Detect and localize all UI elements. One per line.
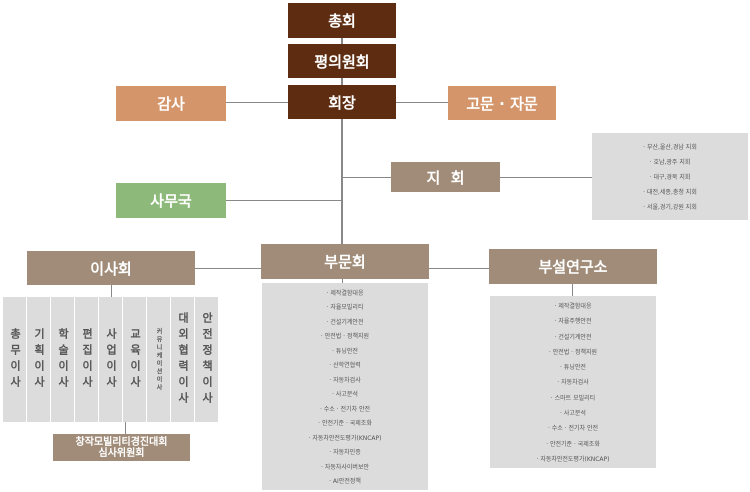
division-item: 자율모빌리티 <box>327 302 363 311</box>
committee-box: 창작모빌리티경진대회 심사위원회 <box>53 434 190 461</box>
director-column: 커뮤니케이션이사 <box>147 297 170 422</box>
branch-list: 부산,울산,경남 지회 호남,광주 지회 대구,경북 지회 대전,세종,충청 지… <box>592 133 748 220</box>
connector-committee <box>125 422 126 434</box>
director-column: 교육이사 <box>123 297 146 422</box>
division-item: 안전기준 · 국제조화 <box>318 418 372 427</box>
connector-institute <box>429 268 489 269</box>
division-item: 수소 · 전기차 안전 <box>320 404 370 413</box>
division-box: 부문회 <box>261 244 429 279</box>
committee-line1: 창작모빌리티경진대회 <box>75 436 168 448</box>
institute-item: 자율주행안전 <box>555 316 591 325</box>
director-column: 총무이사 <box>3 297 26 422</box>
director-column: 대외협력이사 <box>171 297 194 422</box>
institute-item: 안전법 · 정책지원 <box>549 347 597 356</box>
secretariat-box: 사무국 <box>116 183 226 218</box>
branch-box: 지 회 <box>391 162 500 192</box>
branch-item: 서울,경기,강원 지회 <box>643 202 697 211</box>
institute-item: 제작결함대응 <box>555 301 591 310</box>
branch-item: 호남,광주 지회 <box>650 157 690 166</box>
division-item: 튜닝안전 <box>332 346 358 355</box>
connector-advisor <box>396 102 448 103</box>
division-item: AI안전정책 <box>329 476 361 485</box>
connector-directors <box>111 285 112 297</box>
president-box: 회장 <box>288 85 396 119</box>
division-item: 자동차검사 <box>329 375 361 384</box>
general-assembly-box: 총회 <box>288 3 396 38</box>
institute-item: 스마트 모빌리티 <box>551 393 596 402</box>
institute-box: 부설연구소 <box>489 249 657 284</box>
connector-audit <box>226 102 288 103</box>
division-list: 제작결함대응자율모빌리티건설기계안전안전법 · 정책지원튜닝안전산학연협력자동차… <box>262 283 428 490</box>
division-item: 자동차안전도평가(KNCAP) <box>308 433 381 442</box>
institute-item: 튜닝안전 <box>560 362 586 371</box>
committee-line2: 심사위원회 <box>98 447 145 459</box>
branch-item: 대전,세종,충청 지회 <box>643 187 697 196</box>
division-item: 건설기계안전 <box>327 317 363 326</box>
institute-item: 자동차검사 <box>557 377 589 386</box>
connector-secretariat <box>226 200 342 201</box>
audit-box: 감사 <box>116 86 226 121</box>
director-column: 사업이사 <box>99 297 122 422</box>
institute-item: 수소 · 전기차 안전 <box>548 423 598 432</box>
division-item: 안전법 · 정책지원 <box>321 331 369 340</box>
division-item: 자동차사이버보안 <box>321 462 369 471</box>
council-box: 평의원회 <box>288 44 396 78</box>
division-item: 제작결함대응 <box>327 288 363 297</box>
connector-branch-list <box>500 177 592 178</box>
director-column: 학술이사 <box>51 297 74 422</box>
connector-main <box>341 38 343 244</box>
connector-board <box>195 268 261 269</box>
institute-item: 사고분석 <box>560 408 586 417</box>
division-item: 자동차인증 <box>329 447 361 456</box>
branch-item: 부산,울산,경남 지회 <box>643 142 697 151</box>
division-item: 산학연협력 <box>329 360 361 369</box>
connector-institute-list <box>572 284 573 296</box>
branch-item: 대구,경북 지회 <box>650 172 690 181</box>
connector-branch <box>342 177 391 178</box>
directors-row: 총무이사 기획이사 학술이사 편집이사 사업이사 교육이사 커뮤니케이션이사 대… <box>3 297 218 422</box>
division-item: 사고분석 <box>332 389 358 398</box>
advisor-box: 고문 · 자문 <box>448 86 556 120</box>
institute-item: 안전기준 · 국제조화 <box>546 439 600 448</box>
institute-item: 건설기계안전 <box>555 332 591 341</box>
director-column: 편집이사 <box>75 297 98 422</box>
board-box: 이사회 <box>27 251 195 285</box>
director-column: 기획이사 <box>27 297 50 422</box>
connector-division-list <box>342 279 343 283</box>
director-column: 안전정책이사 <box>195 297 218 422</box>
institute-item: 자동차안전도평가(KNCAP) <box>536 454 609 463</box>
institute-list: 제작결함대응자율주행안전건설기계안전안전법 · 정책지원튜닝안전자동차검사스마트… <box>490 296 656 468</box>
